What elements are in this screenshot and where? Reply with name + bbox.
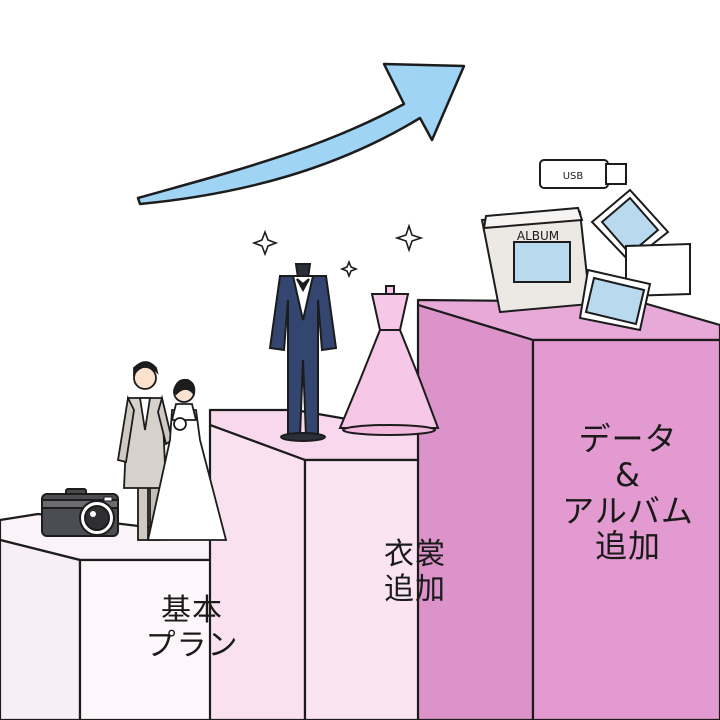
step-label-data-album: データ & アルバム 追加 [548, 420, 708, 566]
camera-icon [41, 488, 119, 537]
step2-left-face [208, 423, 307, 720]
step1-left-face [0, 538, 82, 720]
step2-line-2: 追加 [384, 571, 446, 607]
step3-left-face [416, 303, 535, 720]
photo-print-icon [578, 188, 691, 332]
step1-line-1: 基本 [161, 593, 223, 628]
step2-line-1: 衣裳 [384, 537, 446, 572]
step-label-basic-plan: 基本 プラン [112, 593, 272, 663]
groom-figure [116, 361, 174, 541]
bride-figure [146, 378, 228, 541]
step1-line-2: プラン [145, 627, 239, 663]
step-label-costume: 衣裳 追加 [330, 537, 500, 607]
step3-line-2: & [615, 455, 641, 494]
album-label: ALBUM [517, 229, 559, 243]
usb-stick-icon: USB [539, 159, 627, 189]
step3-front [531, 338, 720, 720]
tuxedo-icon [268, 263, 338, 442]
wedding-dress-icon [338, 285, 440, 436]
step3-line-3: アルバム [562, 491, 694, 530]
sparkle-icon [251, 223, 424, 279]
album-icon: ALBUM [480, 206, 592, 314]
step3-line-4: 追加 [594, 527, 661, 566]
usb-label: USB [563, 171, 584, 182]
up-arrow-icon [136, 62, 466, 206]
step3-line-1: データ [578, 420, 678, 458]
